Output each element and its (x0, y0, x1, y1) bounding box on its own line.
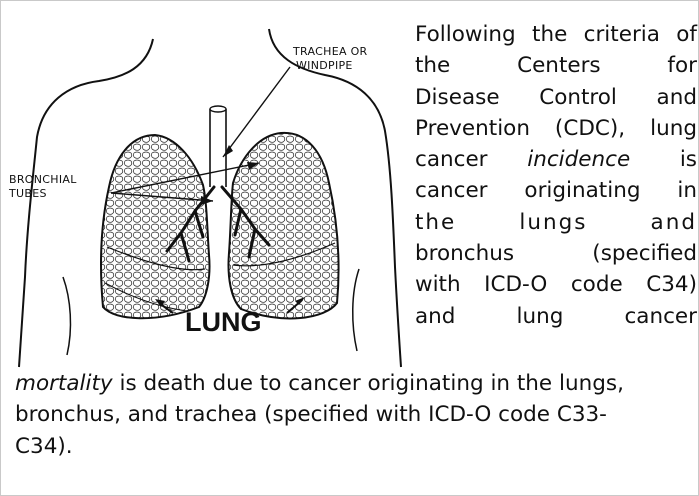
incidence-term: incidence (527, 147, 630, 172)
text-line: bronchus, and trachea (specified with IC… (15, 399, 691, 430)
paragraph-bottom: mortality is death due to cancer origina… (15, 368, 691, 462)
mortality-term: mortality (15, 371, 113, 396)
text-line: the Centers for (415, 50, 697, 81)
right-lung (229, 133, 339, 319)
text-line: bronchus (specified (415, 238, 697, 269)
label-bronchial-line2: TUBES (8, 187, 47, 200)
label-bronchial-line1: BRONCHIAL (9, 173, 77, 186)
arm-line-left (63, 277, 70, 355)
trachea (210, 109, 226, 187)
lung-diagram: TRACHEA OR WINDPIPE BRONCHIAL TUBES LUNG (7, 7, 411, 381)
label-trachea-line1: TRACHEA OR (292, 45, 368, 58)
text-line: Prevention (CDC), lung (415, 113, 697, 144)
text-line: Following the criteria of (415, 19, 697, 50)
text-line-mortality: mortality is death due to cancer origina… (15, 368, 691, 399)
text-line: with ICD-O code C34) (415, 269, 697, 300)
label-trachea-line2: WINDPIPE (296, 59, 353, 72)
text-line: cancer originating in (415, 175, 697, 206)
arm-line-right (353, 269, 359, 351)
left-lung (101, 135, 210, 318)
text-line: Disease Control and (415, 82, 697, 113)
text-line: and lung cancer (415, 301, 697, 332)
text-line: the lungs and (415, 207, 697, 238)
paragraph-right-column: Following the criteria of the Centers fo… (415, 19, 697, 332)
text-line: C34). (15, 431, 691, 462)
label-lung: LUNG (185, 307, 262, 337)
text-line-incidence: cancer incidence is (415, 144, 697, 175)
